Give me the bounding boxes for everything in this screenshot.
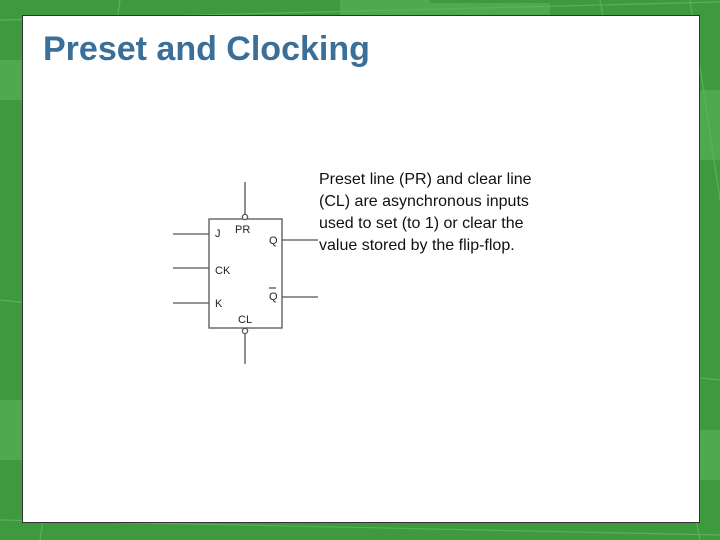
q-label: Q bbox=[269, 235, 278, 247]
slide-title: Preset and Clocking bbox=[43, 30, 370, 68]
j-label: J bbox=[215, 228, 221, 240]
description-text: Preset line (PR) and clear line (CL) are… bbox=[319, 171, 532, 254]
k-label: K bbox=[215, 298, 223, 310]
clear-bubble bbox=[241, 327, 249, 335]
jk-flip-flop-diagram: J PR Q CK Q K CL bbox=[173, 182, 318, 364]
pr-label: PR bbox=[235, 224, 250, 236]
ck-label: CK bbox=[215, 265, 231, 277]
preset-bubble bbox=[241, 213, 249, 221]
slide-panel bbox=[22, 15, 700, 523]
cl-label: CL bbox=[238, 314, 252, 326]
qbar-label: Q bbox=[269, 291, 278, 303]
